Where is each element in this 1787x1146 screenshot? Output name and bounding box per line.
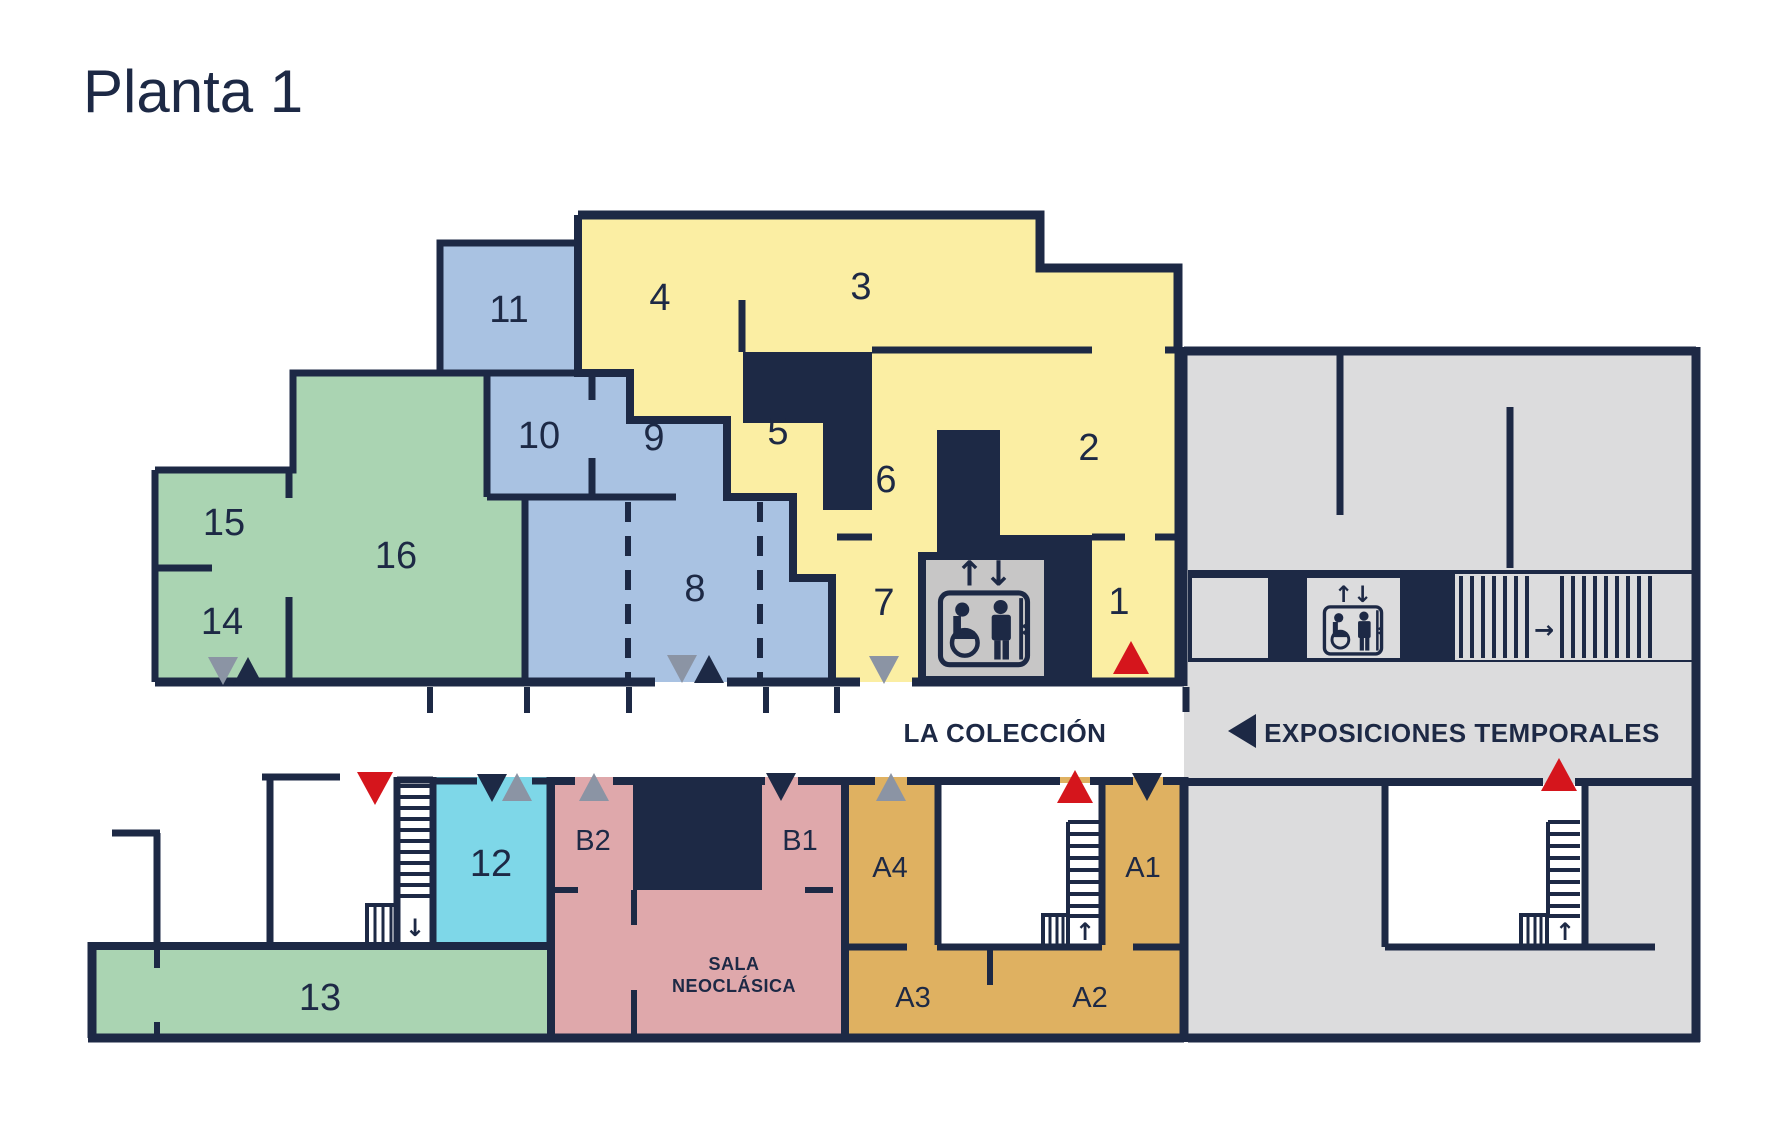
wall <box>483 369 793 501</box>
green-rooms-area <box>155 373 525 682</box>
void-shaft <box>633 780 762 890</box>
sala-neoclasica-label-line1: SALA <box>709 954 760 974</box>
room-10-label: 10 <box>518 415 560 457</box>
room-5-label: 5 <box>767 411 788 453</box>
room-9-floor <box>592 373 727 497</box>
marker-down-navy <box>766 773 796 801</box>
marker-up-red <box>1057 770 1093 803</box>
stairs-right-arrow-icon: → <box>1534 616 1554 644</box>
marker-down-navy <box>477 774 507 802</box>
wall <box>1184 346 1701 1042</box>
wall <box>548 887 833 1038</box>
exposiciones-temporales-label: EXPOSICIONES TEMPORALES <box>1264 718 1660 748</box>
room-4-label: 4 <box>649 277 670 319</box>
wall <box>151 369 529 682</box>
stairs-up-arrow-icon: ↑ <box>1555 918 1575 946</box>
room-1-label: 1 <box>1108 581 1129 623</box>
stair-treads <box>1048 915 1065 947</box>
gray-stairwell-floor <box>1388 784 1583 945</box>
marker-down-navy <box>1132 773 1162 801</box>
partition-dashed <box>625 502 763 678</box>
room-15-label: 15 <box>203 502 245 544</box>
room-8-label: 8 <box>684 568 705 610</box>
partition <box>1336 351 1514 568</box>
stairs-up-arrow-icon: ↑ <box>1075 918 1095 946</box>
marker-up-navy <box>233 657 263 685</box>
wall <box>112 773 433 946</box>
marker-down-red <box>357 772 393 805</box>
staircase-right-band: → <box>1459 576 1652 658</box>
stair-treads <box>1546 820 1580 918</box>
room-a2-label: A2 <box>1072 982 1107 1014</box>
marker-up-gray <box>579 773 609 801</box>
marker-up-red <box>1113 641 1149 674</box>
elevators <box>918 554 1382 684</box>
room-9-label: 9 <box>643 417 664 459</box>
room-3-label: 3 <box>850 266 871 308</box>
room-13-label: 13 <box>299 977 341 1019</box>
marker-up-gray <box>502 773 532 801</box>
marker-down-gray <box>869 656 899 684</box>
room-16-label: 16 <box>375 535 417 577</box>
marker-up-gray <box>876 773 906 801</box>
room-a4-label: A4 <box>872 852 907 884</box>
staircase-gray-stairwell: ↑ <box>1519 820 1580 949</box>
void-shaft <box>743 352 872 510</box>
marker-down-gray <box>667 655 697 683</box>
stair-treads <box>373 905 393 945</box>
stair-treads <box>399 784 431 898</box>
room-b2-label: B2 <box>575 825 610 857</box>
stair-treads <box>1526 915 1543 947</box>
marker-up-navy <box>694 655 724 683</box>
room-8-floor <box>525 497 832 682</box>
staircase-lower-left: ↓ <box>365 784 431 947</box>
wall <box>841 777 1184 1042</box>
arrow-left-icon <box>1228 714 1256 748</box>
stairs-down-arrow-icon: ↓ <box>405 914 425 942</box>
regions <box>92 215 1700 1042</box>
staircase-gold-stairwell: ↑ <box>1041 820 1100 949</box>
room-11-floor <box>440 243 578 373</box>
room-a3-label: A3 <box>895 982 930 1014</box>
room-12-floor <box>433 777 550 946</box>
room-b1-label: B1 <box>782 825 817 857</box>
marker-up-red <box>1541 758 1577 791</box>
markers <box>208 641 1577 805</box>
wall <box>738 300 1178 541</box>
wall <box>845 781 1184 951</box>
room-13-floor <box>92 946 551 1042</box>
door-jamb <box>427 687 840 713</box>
sala-neoclasica-label-line2: NEOCLÁSICA <box>672 975 796 996</box>
page-title: Planta 1 <box>83 58 303 125</box>
stair-treads <box>1459 576 1652 658</box>
labels: Planta 1 11 4 3 10 9 5 6 2 8 7 1 15 16 1… <box>83 58 1660 1019</box>
room-a1-label: A1 <box>1125 852 1160 884</box>
room-14-label: 14 <box>201 601 243 643</box>
room-11-label: 11 <box>489 289 528 331</box>
wall <box>578 210 1183 351</box>
wall <box>429 777 554 946</box>
room-2-label: 2 <box>1078 427 1099 469</box>
stair-treads <box>1066 820 1100 918</box>
marker-down-gray <box>208 657 238 685</box>
room-12-label: 12 <box>470 843 512 885</box>
room-7-label: 7 <box>873 582 894 624</box>
service-passage <box>1192 578 1268 658</box>
la-coleccion-label: LA COLECCIÓN <box>904 718 1107 748</box>
room-10-floor <box>487 373 592 497</box>
room-6-label: 6 <box>875 459 896 501</box>
